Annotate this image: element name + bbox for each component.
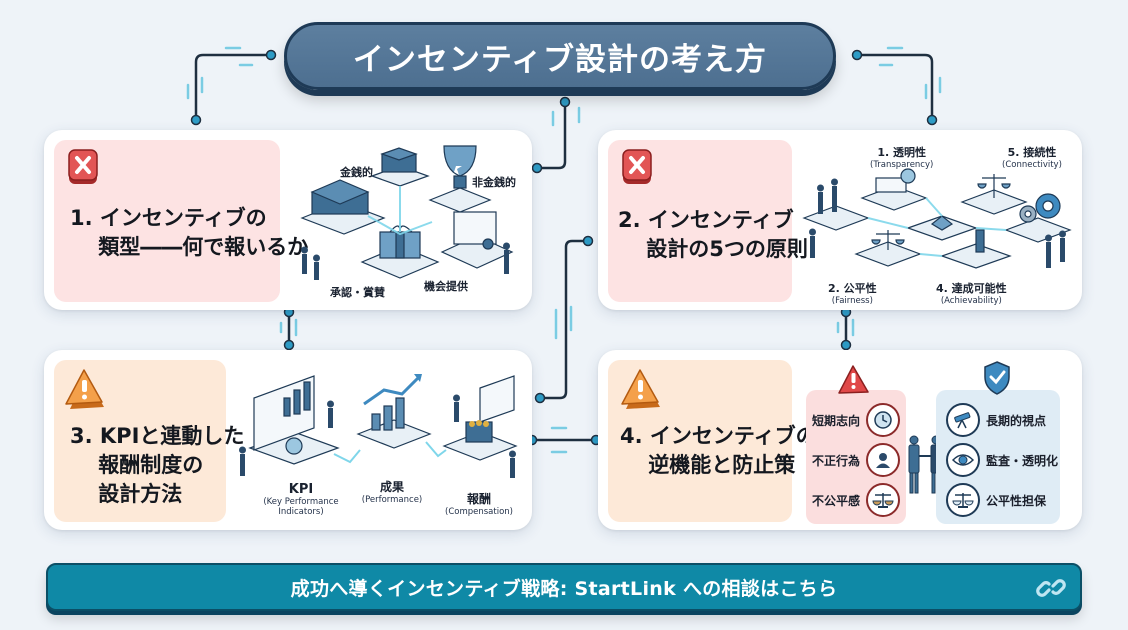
principle-transparency: 1. 透明性 (Transparency) <box>870 146 934 170</box>
label-opportunity: 機会提供 <box>424 280 468 293</box>
eye-icon <box>946 443 980 477</box>
card-title: 3. KPIと連動した 報酬制度の 設計方法 <box>70 424 245 506</box>
startlink-consultation-button[interactable]: 成功へ導くインセンティブ戦略: StartLink への相談はこちら <box>46 563 1082 611</box>
kpi-flow-illustration <box>239 374 518 478</box>
label-monetary: 金銭的 <box>340 166 373 179</box>
principle-connectivity: 5. 接続性 (Connectivity) <box>1002 146 1062 170</box>
measure-fairness: 公平性担保 <box>946 483 1046 517</box>
risk-short-term: 短期志向 <box>812 403 901 437</box>
risk-warning-icon <box>838 365 869 394</box>
risk-unfairness: 不公平感 <box>812 483 901 517</box>
page-title-banner: インセンティブ設計の考え方 <box>284 22 836 90</box>
label-recognition: 承認・賞賛 <box>330 286 385 299</box>
step-performance: 成果 (Performance) <box>361 480 423 505</box>
card-incentive-types[interactable]: 1. インセンティブの 類型――何で報いるか <box>44 130 532 310</box>
measure-long-term: 長期的視点 <box>946 403 1046 437</box>
card-dysfunction-prevention[interactable]: 4. インセンティブの 逆機能と防止策 短期志向 不正行為 不公平感 <box>598 350 1082 530</box>
incentive-types-illustration <box>300 145 514 280</box>
card-kpi-compensation[interactable]: 3. KPIと連動した 報酬制度の 設計方法 KPI (Key Performa… <box>44 350 532 530</box>
card-title: 1. インセンティブの 類型――何で報いるか <box>70 206 309 259</box>
step-kpi: KPI (Key Performance Indicators) <box>263 482 339 517</box>
scale-icon <box>946 483 980 517</box>
principle-achievability: 4. 達成可能性 (Achievability) <box>936 282 1007 306</box>
page-title: インセンティブ設計の考え方 <box>352 41 768 78</box>
hacker-icon <box>866 443 901 477</box>
principle-fairness: 2. 公平性 (Fairness) <box>828 282 877 306</box>
warning-icon <box>65 369 104 409</box>
x-mark-icon <box>622 149 652 184</box>
cta-label: 成功へ導くインセンティブ戦略: StartLink への相談はこちら <box>290 577 838 600</box>
label-non-monetary: 非金銭的 <box>472 176 516 189</box>
scale-icon <box>866 483 901 517</box>
measure-audit: 監査・透明化 <box>946 443 1058 477</box>
risk-misconduct: 不正行為 <box>812 443 901 477</box>
step-compensation: 報酬 (Compensation) <box>445 492 513 517</box>
card-title: 4. インセンティブの 逆機能と防止策 <box>620 424 817 477</box>
card-title: 2. インセンティブ 設計の5つの原則 <box>618 208 808 261</box>
card-design-principles[interactable]: 2. インセンティブ 設計の5つの原則 <box>598 130 1082 310</box>
clock-icon <box>866 403 901 437</box>
x-mark-icon <box>68 149 98 184</box>
principles-illustration <box>802 168 1072 269</box>
link-icon <box>1036 579 1066 597</box>
telescope-icon <box>946 403 980 437</box>
shield-check-icon <box>984 361 1010 395</box>
warning-icon <box>621 369 660 409</box>
